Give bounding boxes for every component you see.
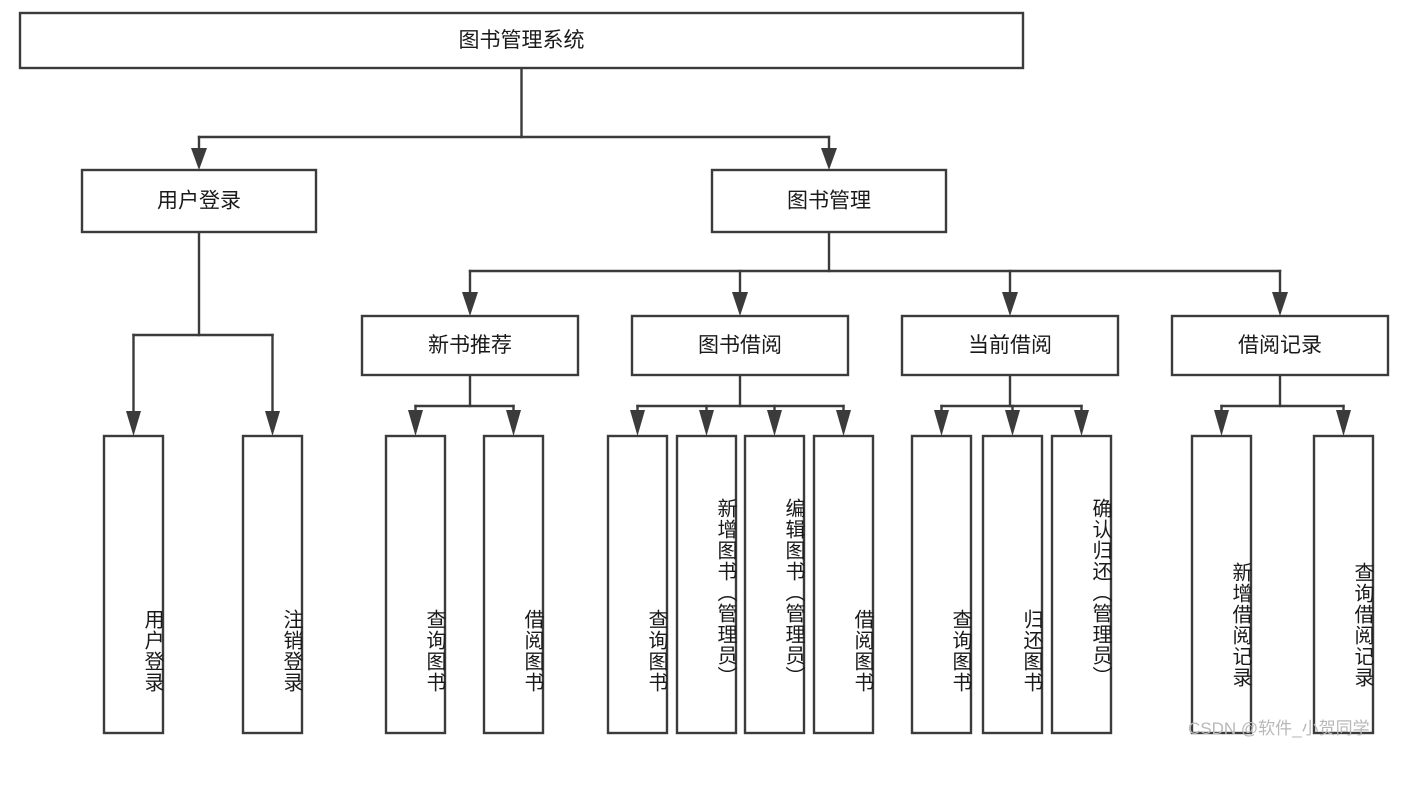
arrowhead-leaf-confirm-return-admin xyxy=(1074,410,1089,436)
node-box-group xyxy=(18,11,1390,735)
node-box-leaf-user-login[interactable] xyxy=(102,434,165,735)
arrowhead-leaf-add-borrow-record xyxy=(1214,410,1229,436)
arrowhead-leaf-query-borrow-record xyxy=(1336,410,1351,436)
arrowhead-borrow-record xyxy=(1272,292,1288,316)
node-label-book-borrow: 图书借阅 xyxy=(698,334,782,357)
node-box-root[interactable] xyxy=(18,11,1025,70)
node-box-leaf-borrow-book[interactable] xyxy=(812,434,875,735)
node-box-leaf-confirm-return-admin[interactable] xyxy=(1050,434,1113,735)
node-box-leaf-logout[interactable] xyxy=(241,434,304,735)
arrowhead-leaf-query-books-borrow xyxy=(630,410,645,436)
arrowhead-new-book-recommend xyxy=(462,292,478,316)
node-box-book-borrow[interactable] xyxy=(630,314,850,377)
horizontal-label-group: 图书管理系统 用户登录 图书管理 新书推荐 图书借阅 当前借阅 借阅记录 xyxy=(157,29,1322,357)
arrowhead-leaf-add-book-admin xyxy=(699,410,714,436)
node-label-new-book-recommend: 新书推荐 xyxy=(428,334,512,357)
connector-group xyxy=(126,66,1351,436)
arrowhead-book-management xyxy=(821,148,837,170)
arrowhead-leaf-logout xyxy=(265,411,280,436)
arrowhead-user-login xyxy=(191,148,207,170)
node-label-book-management: 图书管理 xyxy=(787,190,871,213)
node-box-leaf-return-book[interactable] xyxy=(981,434,1044,735)
node-box-leaf-query-books-current[interactable] xyxy=(910,434,973,735)
arrowhead-current-borrow xyxy=(1002,292,1018,316)
arrowhead-leaf-query-books-recommend xyxy=(408,410,423,436)
diagram-canvas: 图书管理系统 用户登录 图书管理 新书推荐 图书借阅 当前借阅 借阅记录 xyxy=(18,11,1390,735)
node-box-leaf-add-book-admin[interactable] xyxy=(675,434,738,735)
node-label-current-borrow: 当前借阅 xyxy=(968,334,1052,357)
node-box-leaf-add-borrow-record[interactable] xyxy=(1190,434,1253,735)
node-box-book-management[interactable] xyxy=(710,168,948,234)
arrowhead-book-borrow xyxy=(732,292,748,316)
node-box-leaf-query-books-recommend[interactable] xyxy=(384,434,447,735)
arrowhead-leaf-user-login xyxy=(126,411,141,436)
node-box-leaf-edit-book-admin[interactable] xyxy=(743,434,806,735)
flowchart-diagram: 图书管理系统 用户登录 图书管理 新书推荐 图书借阅 当前借阅 借阅记录 用户登… xyxy=(18,11,1390,738)
arrowhead-leaf-borrow-books-recommend xyxy=(506,410,521,436)
node-box-user-login[interactable] xyxy=(80,168,318,234)
node-box-new-book-recommend[interactable] xyxy=(360,314,580,377)
arrowhead-leaf-edit-book-admin xyxy=(767,410,782,436)
arrowhead-leaf-return-book xyxy=(1005,410,1020,436)
node-box-leaf-query-borrow-record[interactable] xyxy=(1312,434,1375,735)
node-label-root: 图书管理系统 xyxy=(459,29,585,52)
node-box-current-borrow[interactable] xyxy=(900,314,1120,377)
node-box-borrow-record[interactable] xyxy=(1170,314,1390,377)
node-label-borrow-record: 借阅记录 xyxy=(1238,334,1322,357)
arrowhead-leaf-query-books-current xyxy=(934,410,949,436)
node-label-user-login: 用户登录 xyxy=(157,190,241,213)
node-box-leaf-borrow-books-recommend[interactable] xyxy=(482,434,545,735)
node-box-leaf-query-books-borrow[interactable] xyxy=(606,434,669,735)
arrowhead-leaf-borrow-book xyxy=(836,410,851,436)
csdn-watermark: CSDN @软件_小贺同学 xyxy=(1188,719,1370,738)
